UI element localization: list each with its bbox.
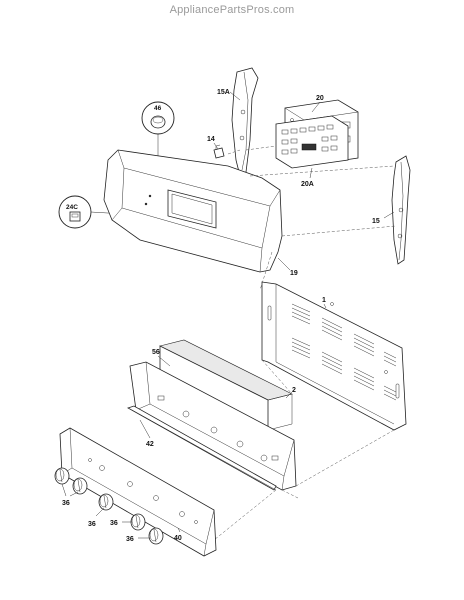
- label-14: 14: [207, 136, 215, 143]
- part-36-knob-3[interactable]: [98, 493, 114, 511]
- label-19: 19: [290, 270, 298, 277]
- leader-15: [383, 211, 395, 219]
- part-56-shield[interactable]: [159, 339, 293, 431]
- label-36-a: 36: [62, 500, 70, 507]
- part-20a-overlay[interactable]: [275, 115, 349, 169]
- label-42: 42: [146, 441, 154, 448]
- label-46: 46: [154, 105, 162, 112]
- callout-24c-detail[interactable]: [58, 195, 92, 229]
- leader-20a: [309, 167, 313, 179]
- label-15a: 15A: [217, 89, 230, 96]
- label-15: 15: [372, 218, 380, 225]
- part-19-backguard[interactable]: [103, 149, 283, 273]
- alignment-lines-upper: [227, 145, 397, 291]
- part-15-bracket[interactable]: [391, 155, 411, 265]
- site-watermark: AppliancePartsPros.com: [169, 4, 295, 16]
- label-36-d: 36: [126, 536, 134, 543]
- leader-19: [277, 257, 291, 271]
- leader-36b: [95, 507, 105, 517]
- leader-20: [311, 101, 321, 113]
- label-36-b: 36: [88, 521, 96, 528]
- part-36-knob-1[interactable]: [54, 467, 70, 485]
- part-1-rear-panel[interactable]: [261, 281, 407, 431]
- leader-1: [323, 303, 327, 309]
- part-15a-bracket[interactable]: [231, 67, 259, 177]
- part-14-clip[interactable]: [213, 144, 225, 159]
- label-20: 20: [316, 95, 324, 102]
- label-56: 56: [152, 349, 160, 356]
- label-36-c: 36: [110, 520, 118, 527]
- leader-40: [177, 527, 181, 533]
- callout-46-detail[interactable]: [141, 101, 175, 135]
- label-24c: 24C: [66, 204, 78, 211]
- alignment-lines-middle: [213, 359, 395, 541]
- part-42-trim-strip[interactable]: [127, 405, 277, 491]
- leader-2: [285, 391, 293, 399]
- leader-36a-2: [69, 491, 79, 497]
- leader-15a: [229, 91, 241, 101]
- label-40: 40: [174, 535, 182, 542]
- part-36-knob-2[interactable]: [72, 477, 88, 495]
- leader-56: [157, 355, 171, 367]
- leader-42: [139, 419, 151, 439]
- part-36-knob-5[interactable]: [148, 527, 164, 545]
- label-2: 2: [292, 387, 296, 394]
- leader-36a: [61, 483, 67, 497]
- part-36-knob-4[interactable]: [130, 513, 146, 531]
- label-20a: 20A: [301, 181, 314, 188]
- label-1: 1: [322, 297, 326, 304]
- leader-14: [213, 142, 219, 150]
